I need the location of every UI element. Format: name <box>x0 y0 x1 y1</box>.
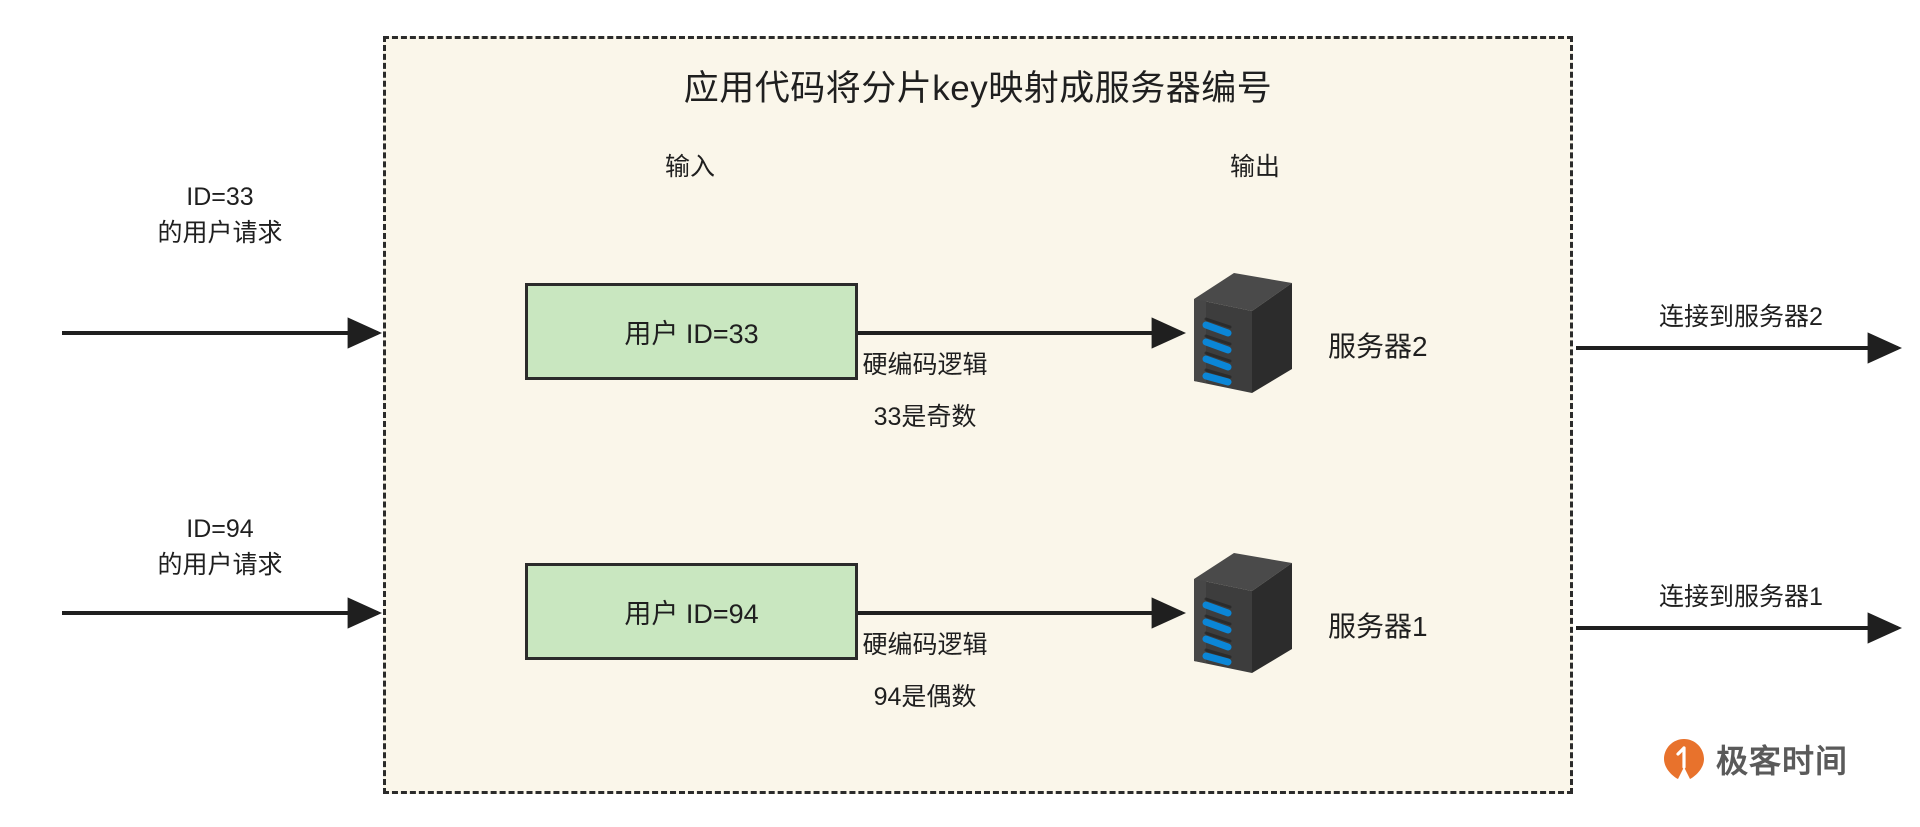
logic-label-row-1-line1: 硬编码逻辑 <box>862 631 988 659</box>
server-label-row-1: 服务器1 <box>1328 611 1428 642</box>
request-label-row-1-line2: 的用户请求 <box>157 551 283 579</box>
request-label-row-0-line2: 的用户请求 <box>157 219 283 247</box>
server-tower-icon <box>1194 273 1292 393</box>
logic-label-row-0-line2: 33是奇数 <box>873 403 977 431</box>
logic-label-row-0-line1: 硬编码逻辑 <box>862 351 988 379</box>
server-label-row-0: 服务器2 <box>1328 331 1428 362</box>
geekbang-logo-icon <box>1664 739 1704 779</box>
server-icon-row-0 <box>1186 269 1300 397</box>
server-icon-row-1 <box>1186 549 1300 677</box>
logic-label-row-1-line2: 94是偶数 <box>873 683 977 711</box>
input-box-row-0-label: 用户 ID=33 <box>624 319 759 349</box>
request-label-row-0-line1: ID=33 <box>186 183 254 211</box>
input-box-row-0[interactable]: 用户 ID=33 <box>525 283 858 380</box>
server-tower-icon <box>1194 553 1292 673</box>
panel-title: 应用代码将分片key映射成服务器编号 <box>683 69 1273 108</box>
input-box-row-1[interactable]: 用户 ID=94 <box>525 563 858 660</box>
section-label-input: 输入 <box>664 153 715 181</box>
watermark-text: 极客时间 <box>1716 743 1849 779</box>
request-label-row-1-line1: ID=94 <box>186 515 254 543</box>
application-code-panel <box>383 36 1573 794</box>
result-label-row-0: 连接到服务器2 <box>1659 303 1823 331</box>
input-box-row-1-label: 用户 ID=94 <box>624 599 759 629</box>
result-label-row-1: 连接到服务器1 <box>1659 583 1823 611</box>
section-label-output: 输出 <box>1229 153 1280 181</box>
watermark: 极客时间 <box>1662 736 1848 782</box>
